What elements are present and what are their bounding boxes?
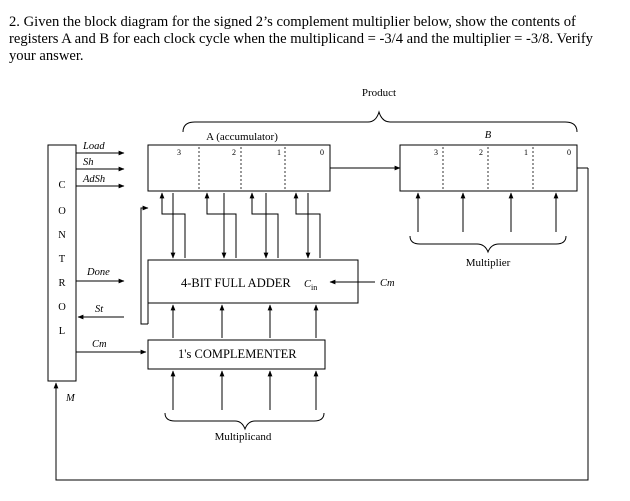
complementer-label: 1's COMPLEMENTER xyxy=(178,347,297,361)
signal-cm-label: Cm xyxy=(92,339,107,350)
full-adder-block xyxy=(147,259,359,304)
multiplicand-brace xyxy=(164,412,325,431)
m-label: M xyxy=(65,393,76,404)
question-text: 2. Given the block diagram for the signe… xyxy=(9,14,593,64)
control-letter-o: O xyxy=(58,206,66,217)
control-letter-l: L xyxy=(59,326,65,337)
signal-st-label: St xyxy=(95,304,104,315)
signal-load-label: Load xyxy=(82,141,105,152)
a-bit-3: 3 xyxy=(177,148,181,157)
adder-cin-subscript: in xyxy=(311,283,317,292)
a-bit-2: 2 xyxy=(232,148,236,157)
cm-right-label: Cm xyxy=(380,278,395,289)
product-label: Product xyxy=(362,87,396,99)
signal-done-label: Done xyxy=(86,267,110,278)
b-bit-3: 3 xyxy=(434,148,438,157)
b-bit-1: 1 xyxy=(524,148,528,157)
accumulator-register xyxy=(147,144,331,192)
multiplicand-label: Multiplicand xyxy=(215,431,272,443)
control-letter-o2: O xyxy=(58,302,66,313)
multiplier-brace xyxy=(409,235,567,254)
b-bit-2: 2 xyxy=(479,148,483,157)
control-letter-n: N xyxy=(58,230,66,241)
signal-sh-label: Sh xyxy=(83,157,94,168)
a-bit-0: 0 xyxy=(320,148,324,157)
control-block xyxy=(47,144,77,382)
control-letter-c: C xyxy=(58,180,65,191)
control-letter-t: T xyxy=(59,254,66,265)
multiplier-label: Multiplier xyxy=(466,257,511,269)
signal-adsh-label: AdSh xyxy=(82,174,105,185)
b-bit-0: 0 xyxy=(567,148,571,157)
b-register xyxy=(399,144,578,192)
b-label: B xyxy=(485,130,492,141)
complementer-block xyxy=(147,339,326,370)
a-bit-1: 1 xyxy=(277,148,281,157)
product-brace xyxy=(182,110,578,133)
adder-cin-label: C xyxy=(304,279,312,290)
adder-label: 4-BIT FULL ADDER xyxy=(181,276,291,290)
accumulator-label: A (accumulator) xyxy=(206,131,278,143)
control-letter-r: R xyxy=(58,278,65,289)
